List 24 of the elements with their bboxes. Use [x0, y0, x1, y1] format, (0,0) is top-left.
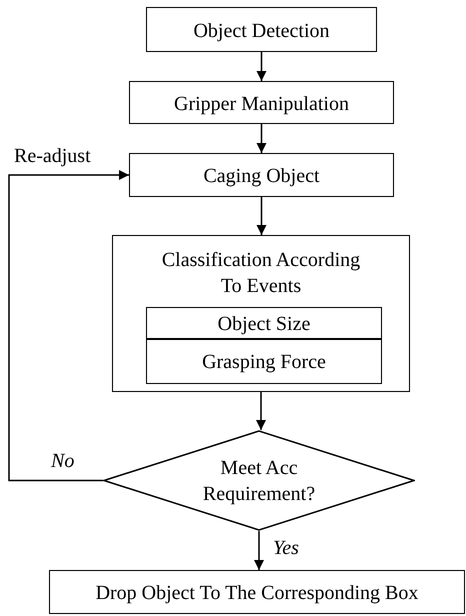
- node-text: Meet Acc Requirement?: [202, 456, 316, 507]
- arrow: [256, 124, 266, 153]
- node-text: Drop Object To The Corresponding Box: [94, 581, 420, 606]
- node-text: Caging Object: [202, 164, 321, 189]
- process-box: [49, 570, 465, 614]
- arrow: [254, 531, 264, 570]
- process-box: [129, 153, 394, 197]
- group-box: [112, 235, 410, 392]
- decision-diamond: [103, 430, 415, 531]
- arrow: [8, 170, 129, 482]
- node-text: Classification According To Events: [160, 248, 362, 299]
- process-box: [129, 81, 394, 124]
- edge-label: No: [49, 450, 76, 470]
- process-box: [146, 7, 377, 52]
- process-box: [146, 339, 382, 384]
- process-box: [146, 307, 382, 339]
- note-text: Re-adjust: [14, 145, 91, 167]
- node-text: Object Detection: [192, 19, 331, 44]
- node-text: Gripper Manipulation: [173, 92, 350, 117]
- node-text: Grasping Force: [201, 350, 327, 375]
- arrow: [256, 392, 266, 430]
- arrow: [256, 52, 266, 81]
- arrow: [256, 197, 266, 235]
- node-text: Object Size: [216, 312, 312, 337]
